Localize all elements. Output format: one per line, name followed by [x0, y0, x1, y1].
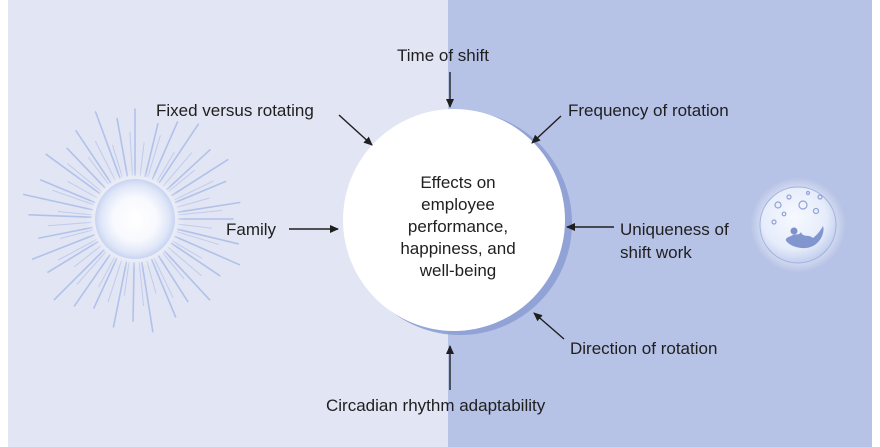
sun-ray [141, 261, 154, 333]
center-line: happiness, and [400, 239, 516, 258]
sun-ray [66, 147, 106, 189]
arrow-fixed-vs-rotating [338, 114, 373, 146]
sun-ray [53, 249, 105, 301]
diagram-artwork [22, 72, 846, 390]
sun-ray [47, 221, 92, 227]
sun-ray [158, 123, 200, 184]
sun-ray [157, 255, 189, 303]
center-line: well-being [419, 261, 497, 280]
sun-ray [153, 258, 174, 298]
center-label: Effects on employee performance, happine… [348, 172, 568, 282]
sun-ray [107, 260, 122, 303]
label-frequency-of-rotation: Frequency of rotation [568, 101, 729, 120]
center-line: employee [421, 195, 495, 214]
sun-ray [38, 226, 93, 239]
sun-ray [138, 262, 144, 307]
sun-ray [163, 152, 192, 187]
sun-ray [178, 210, 223, 216]
sun-ray [170, 242, 221, 277]
sun-ray [174, 235, 241, 266]
sun-ray [112, 261, 128, 328]
sun-ray [174, 180, 227, 203]
sun-ray [167, 247, 202, 276]
sun-ray [116, 117, 129, 177]
center-line: performance, [407, 217, 509, 236]
arrow-direction-of-rotation [533, 312, 565, 340]
sun-ray [171, 158, 229, 197]
sun-ray [52, 189, 94, 206]
label-direction-of-rotation: Direction of rotation [570, 339, 718, 358]
sun-ray [176, 231, 219, 245]
sun-ray [73, 254, 111, 307]
sun-ray [164, 250, 211, 301]
label-time-of-shift: Time of shift [397, 46, 489, 65]
sun-ray [75, 130, 112, 184]
sun-ray [76, 251, 107, 285]
sun-ray [151, 258, 177, 318]
sun-ray [22, 193, 93, 211]
sun-ray [177, 201, 241, 213]
label-fixed-vs-rotating: Fixed versus rotating [156, 101, 314, 120]
sun-ray [144, 122, 159, 177]
center-circle [343, 109, 572, 335]
sun-ray [47, 241, 99, 274]
label-uniqueness-line-1: Uniqueness of [620, 220, 729, 239]
center-line: Effects on [420, 173, 496, 192]
label-uniqueness-line-2: shift work [620, 243, 692, 262]
sun-ray [129, 131, 133, 176]
sun-ray [166, 149, 211, 190]
sun-ray [151, 121, 179, 180]
arrow-frequency-of-rotation [531, 115, 562, 144]
sun-ray [95, 141, 116, 181]
sun-ray [57, 239, 97, 261]
sun-ray [174, 180, 214, 201]
sun-ray [45, 153, 101, 194]
shift-work-diagram: Effects on employee performance, happine… [8, 0, 872, 447]
moon-icon [750, 177, 846, 273]
sun-ray [177, 228, 239, 245]
label-family: Family [226, 220, 277, 239]
sun-ray [132, 262, 135, 322]
sun-ray [28, 214, 92, 218]
sun-ray [94, 111, 121, 179]
sun-ray [93, 258, 118, 309]
sun-icon [22, 108, 241, 333]
sun-ray [31, 234, 95, 260]
label-circadian-rhythm: Circadian rhythm adaptability [326, 396, 546, 415]
sun-ray [147, 135, 161, 178]
sun-ray [39, 179, 96, 203]
sun-ray [67, 163, 102, 192]
